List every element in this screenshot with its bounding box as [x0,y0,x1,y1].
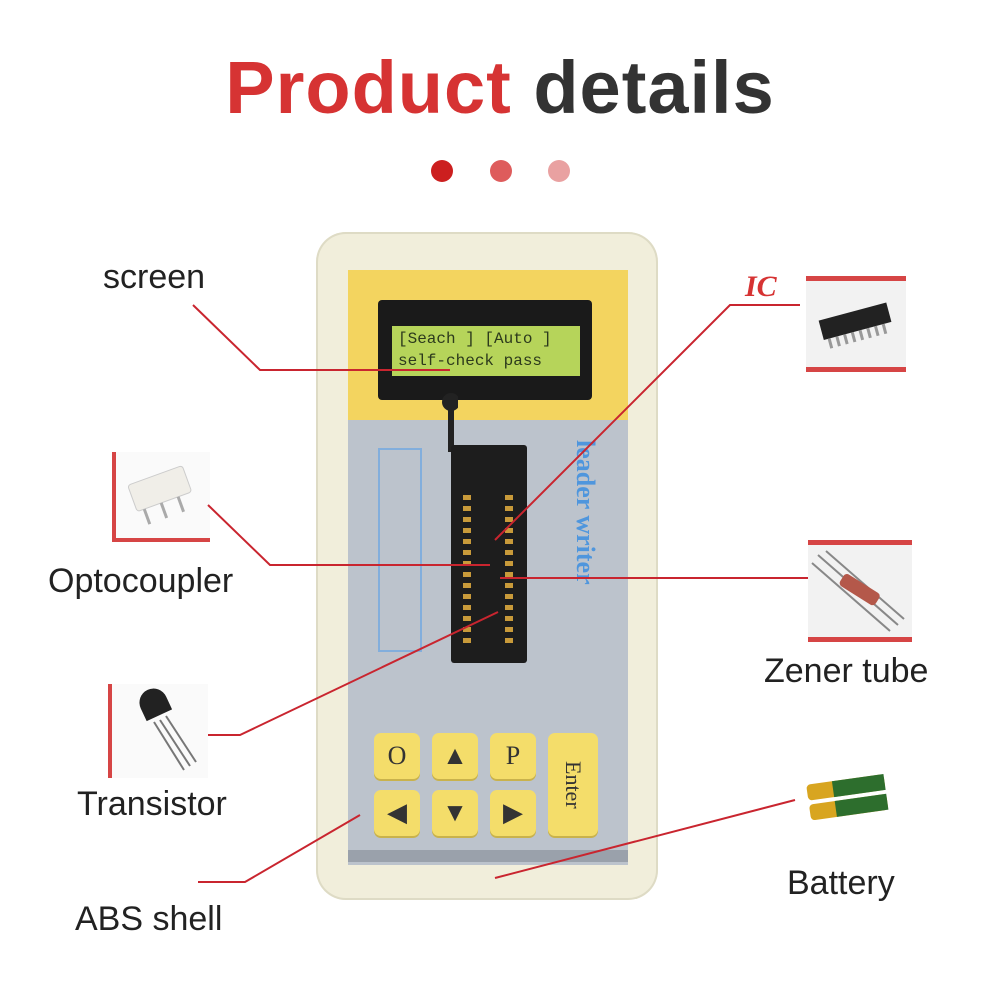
ic-thumbnail [806,276,906,372]
socket-pin [505,561,513,566]
callout-screen: screen [103,258,206,296]
socket-pin [463,616,471,621]
socket-pin [463,539,471,544]
decor-dot-2 [490,160,512,182]
enter-label: Enter [561,760,586,809]
optocoupler-thumbnail [112,452,210,542]
zener-diode-icon [811,550,905,632]
socket-pin [463,506,471,511]
socket-pin [505,528,513,533]
title-product: Product [225,46,512,129]
callout-transistor: Transistor [77,785,227,823]
socket-pin [505,605,513,610]
page-title: Product details [0,45,1000,130]
socket-pin [505,506,513,511]
triangle-left-icon: ◀ [387,798,407,827]
socket-pin [463,638,471,643]
key-o-button[interactable]: O [374,733,420,779]
socket-pin [463,583,471,588]
ic-chip-icon [818,302,892,349]
socket-pin [463,627,471,632]
lcd-line-1: [Seach ] [Auto ] [398,330,552,348]
key-p-button[interactable]: P [490,733,536,779]
device-bottom-strip [348,850,628,862]
key-right-button[interactable]: ▶ [490,790,536,836]
triangle-down-icon: ▼ [442,798,468,827]
key-up-button[interactable]: ▲ [432,733,478,779]
key-o-label: O [387,741,407,770]
socket-pin [505,495,513,500]
lcd-line-2: self-check pass [398,352,543,370]
socket-pin [463,572,471,577]
optocoupler-icon [127,465,192,525]
socket-pin [505,572,513,577]
socket-pin [463,550,471,555]
triangle-up-icon: ▲ [442,741,468,770]
battery-icon [806,774,889,820]
socket-pin [505,616,513,621]
socket-pin [505,539,513,544]
socket-pin [463,594,471,599]
chip-outline-graphic [378,448,422,652]
socket-pin [505,638,513,643]
callout-optocoupler: Optocoupler [48,562,234,600]
socket-pin [505,550,513,555]
callout-abs-shell: ABS shell [75,900,223,938]
enter-button[interactable]: Enter [548,733,598,836]
transistor-icon [139,688,197,771]
title-details: details [533,46,775,129]
callout-battery: Battery [787,864,895,902]
socket-pin [463,528,471,533]
socket-pin [505,594,513,599]
battery-thumbnail [794,755,904,835]
socket-pin [463,561,471,566]
socket-lever[interactable] [436,392,458,452]
lcd-screen: [Seach ] [Auto ] self-check pass [392,326,580,376]
zener-thumbnail [808,540,912,642]
transistor-thumbnail [108,684,208,778]
socket-pin [505,517,513,522]
decor-dot-1 [431,160,453,182]
key-p-label: P [505,741,521,770]
socket-pin [463,517,471,522]
socket-pin [505,583,513,588]
key-left-button[interactable]: ◀ [374,790,420,836]
socket-pin [463,495,471,500]
decor-dot-3 [548,160,570,182]
socket-pin [505,627,513,632]
key-down-button[interactable]: ▼ [432,790,478,836]
socket-pin [463,605,471,610]
callout-ic: IC [745,270,777,303]
brand-text: leader writer [571,440,600,585]
callout-zener-tube: Zener tube [764,652,929,690]
triangle-right-icon: ▶ [503,798,523,827]
